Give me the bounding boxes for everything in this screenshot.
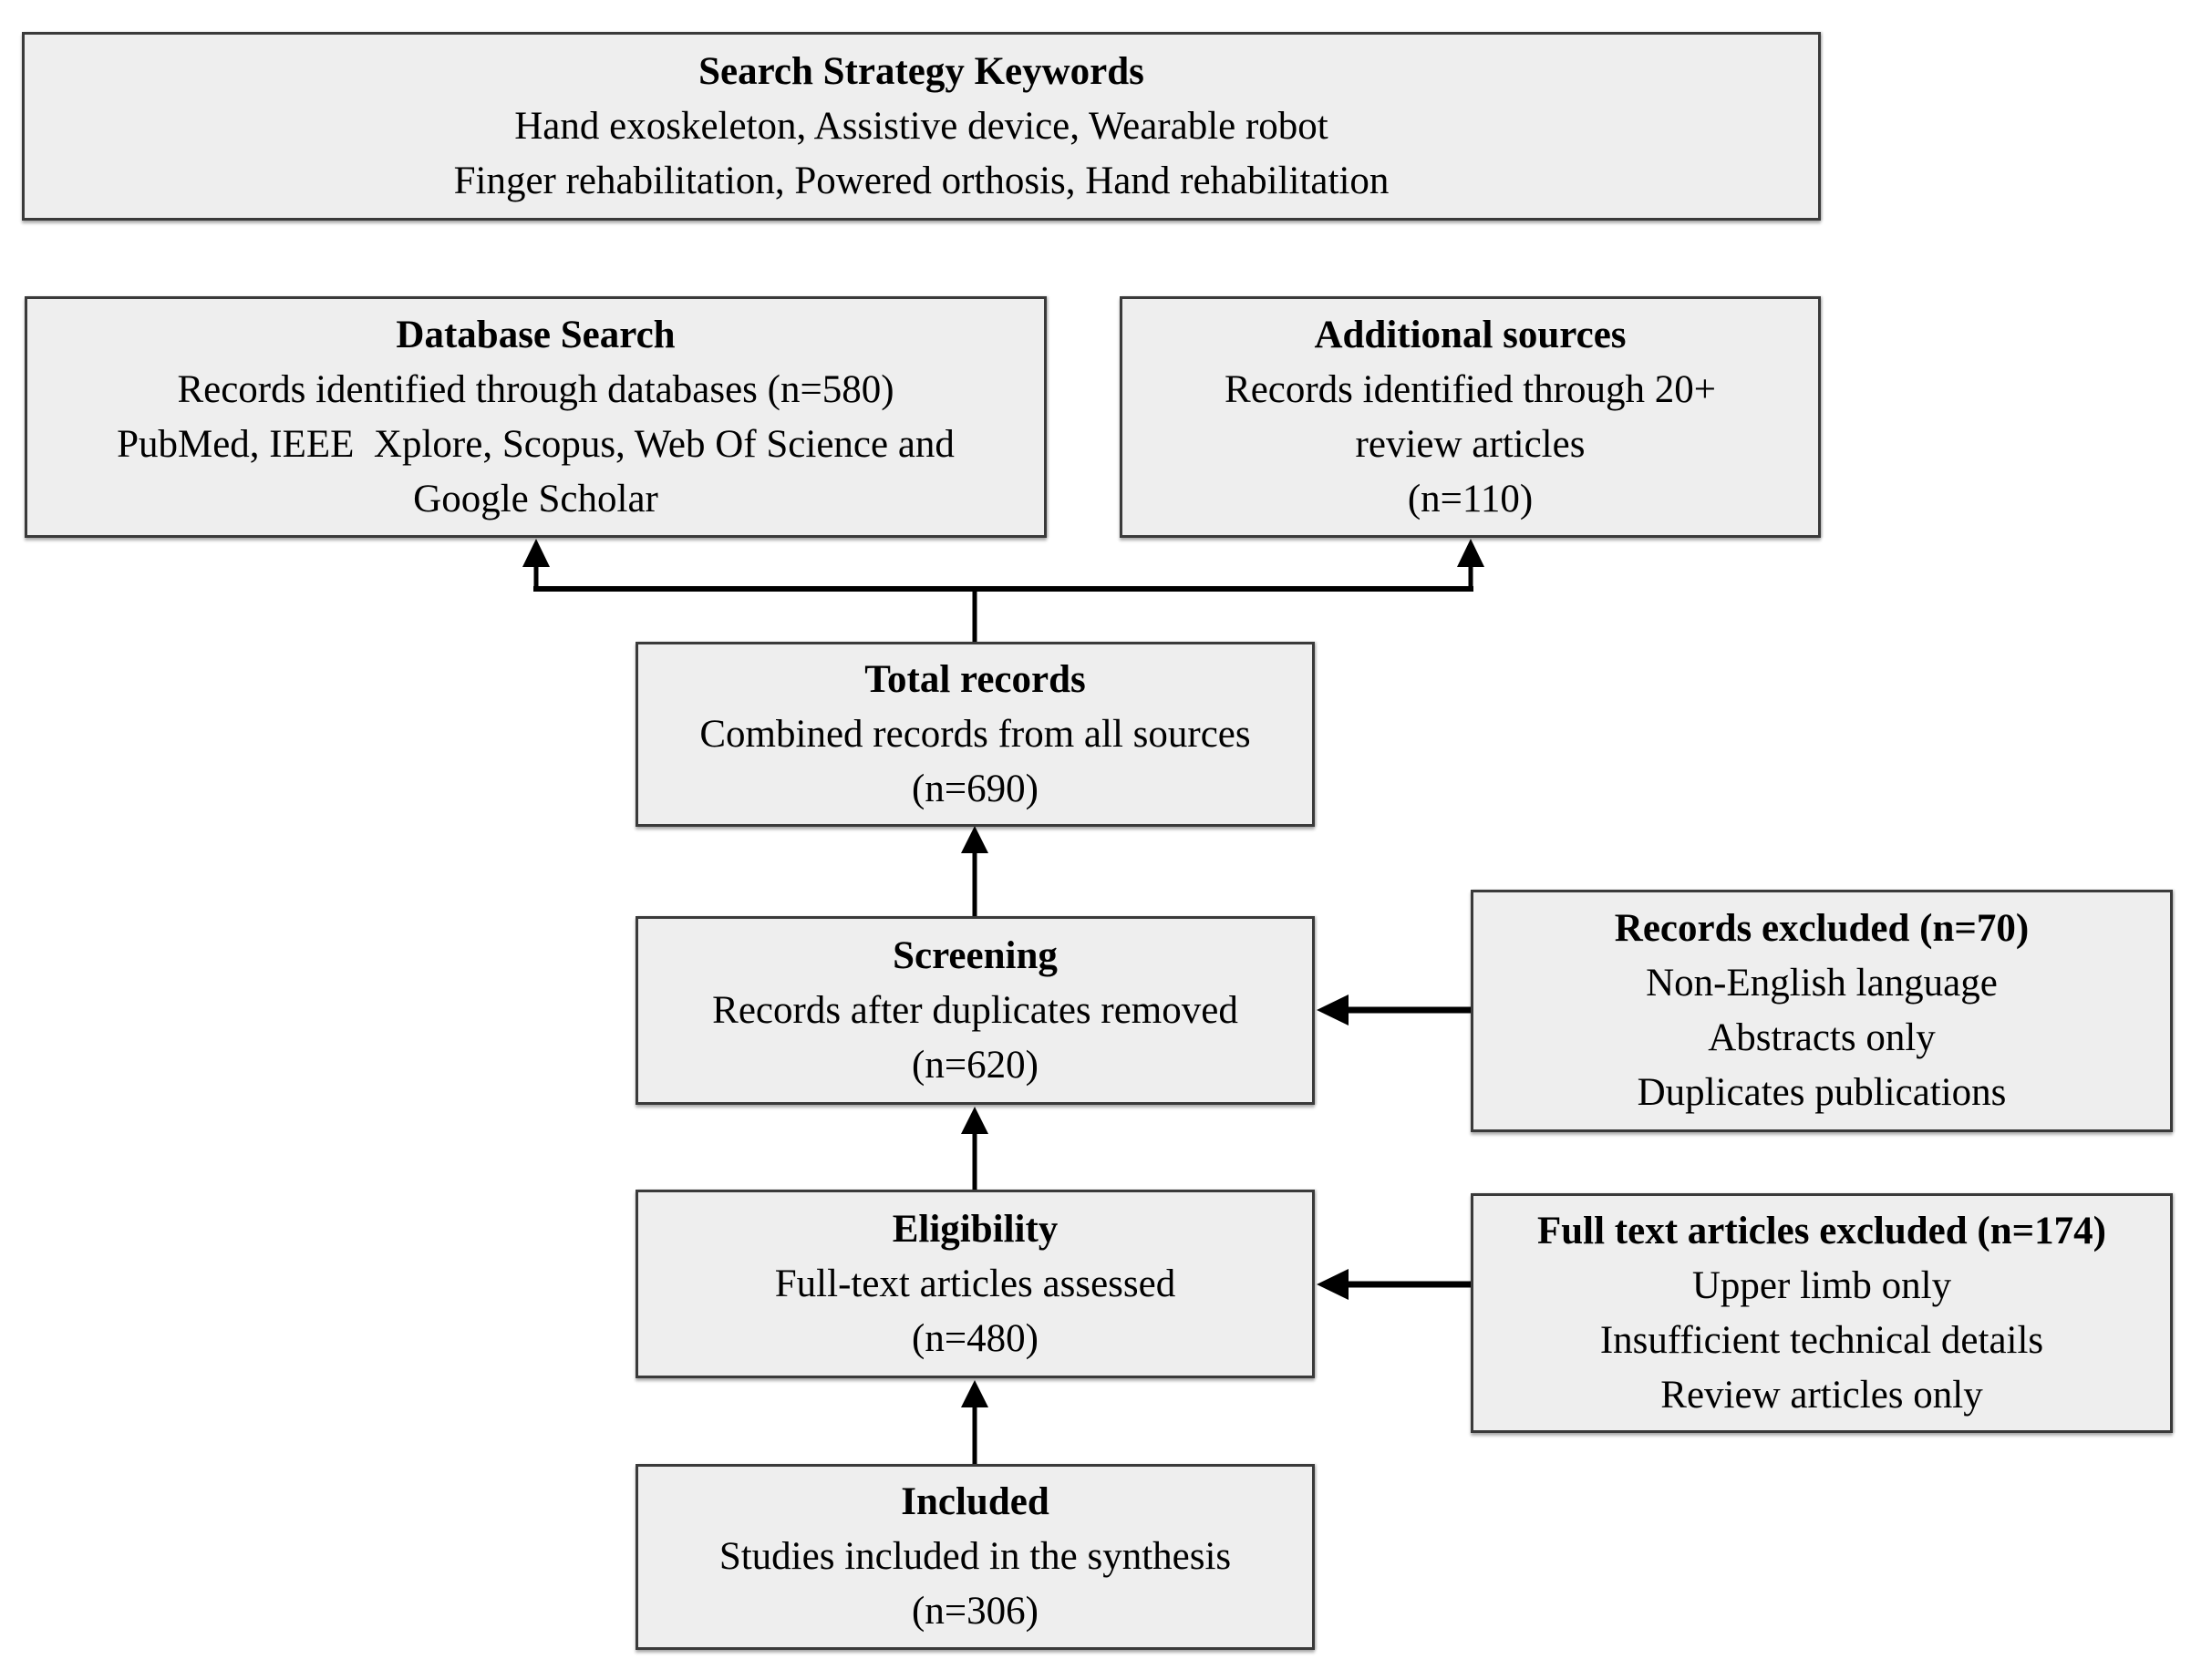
box-title: Total records (864, 657, 1086, 701)
box-line: Review articles only (1660, 1373, 1983, 1417)
arrow-screening-to-total (961, 826, 988, 918)
box-line: Google Scholar (413, 477, 658, 520)
box-title: Database Search (396, 313, 676, 356)
box-title: Additional sources (1314, 313, 1627, 356)
box-line: Insufficient technical details (1599, 1318, 2044, 1362)
total-records-box: Total records Combined records from all … (636, 642, 1315, 827)
eligibility-box: Eligibility Full-text articles assessed … (636, 1190, 1315, 1378)
box-line: Non-English language (1646, 962, 1998, 1005)
arrow-excluded-to-eligibility (1317, 1269, 1471, 1300)
box-line: (n=620) (912, 1043, 1039, 1087)
arrow-included-to-eligibility (961, 1380, 988, 1466)
arrow-total-to-sources (522, 539, 1484, 644)
box-title: Records excluded (n=70) (1614, 907, 2030, 950)
box-title: Search Strategy Keywords (698, 49, 1144, 93)
box-line: (n=690) (912, 767, 1039, 810)
box-title: Full text articles excluded (n=174) (1536, 1209, 2106, 1252)
search-keywords-box: Search Strategy Keywords Hand exoskeleto… (22, 32, 1821, 221)
arrow-eligibility-to-screening (961, 1107, 988, 1191)
screening-box: Screening Records after duplicates remov… (636, 916, 1315, 1105)
database-search-box: Database Search Records identified throu… (25, 296, 1047, 538)
box-line: Combined records from all sources (699, 712, 1251, 756)
additional-sources-box: Additional sources Records identified th… (1120, 296, 1821, 538)
box-line: Finger rehabilitation, Powered orthosis,… (453, 159, 1390, 202)
fulltext-excluded-box: Full text articles excluded (n=174) Uppe… (1471, 1193, 2173, 1433)
box-line: (n=480) (912, 1316, 1039, 1360)
box-line: (n=306) (912, 1590, 1039, 1633)
box-title: Screening (893, 933, 1058, 977)
included-box: Included Studies included in the synthes… (636, 1464, 1315, 1650)
box-line: Studies included in the synthesis (718, 1535, 1232, 1578)
arrow-excluded-to-screening (1317, 995, 1471, 1026)
records-excluded-box: Records excluded (n=70) Non-English lang… (1471, 890, 2173, 1132)
box-line: Upper limb only (1691, 1263, 1952, 1307)
box-title: Eligibility (892, 1207, 1059, 1251)
box-line: Duplicates publications (1637, 1071, 2007, 1114)
box-line: Records identified through 20+ (1225, 367, 1716, 411)
box-line: Hand exoskeleton, Assistive device, Wear… (514, 104, 1328, 148)
box-line: review articles (1355, 422, 1586, 466)
box-line: Full-text articles assessed (774, 1262, 1176, 1305)
box-line: Abstracts only (1708, 1016, 1936, 1059)
box-line: (n=110) (1407, 477, 1534, 520)
box-title: Included (901, 1480, 1049, 1523)
box-line: PubMed, IEEE Xplore, Scopus, Web Of Scie… (117, 422, 955, 466)
box-line: Records identified through databases (n=… (177, 367, 894, 411)
box-line: Records after duplicates removed (712, 988, 1238, 1032)
